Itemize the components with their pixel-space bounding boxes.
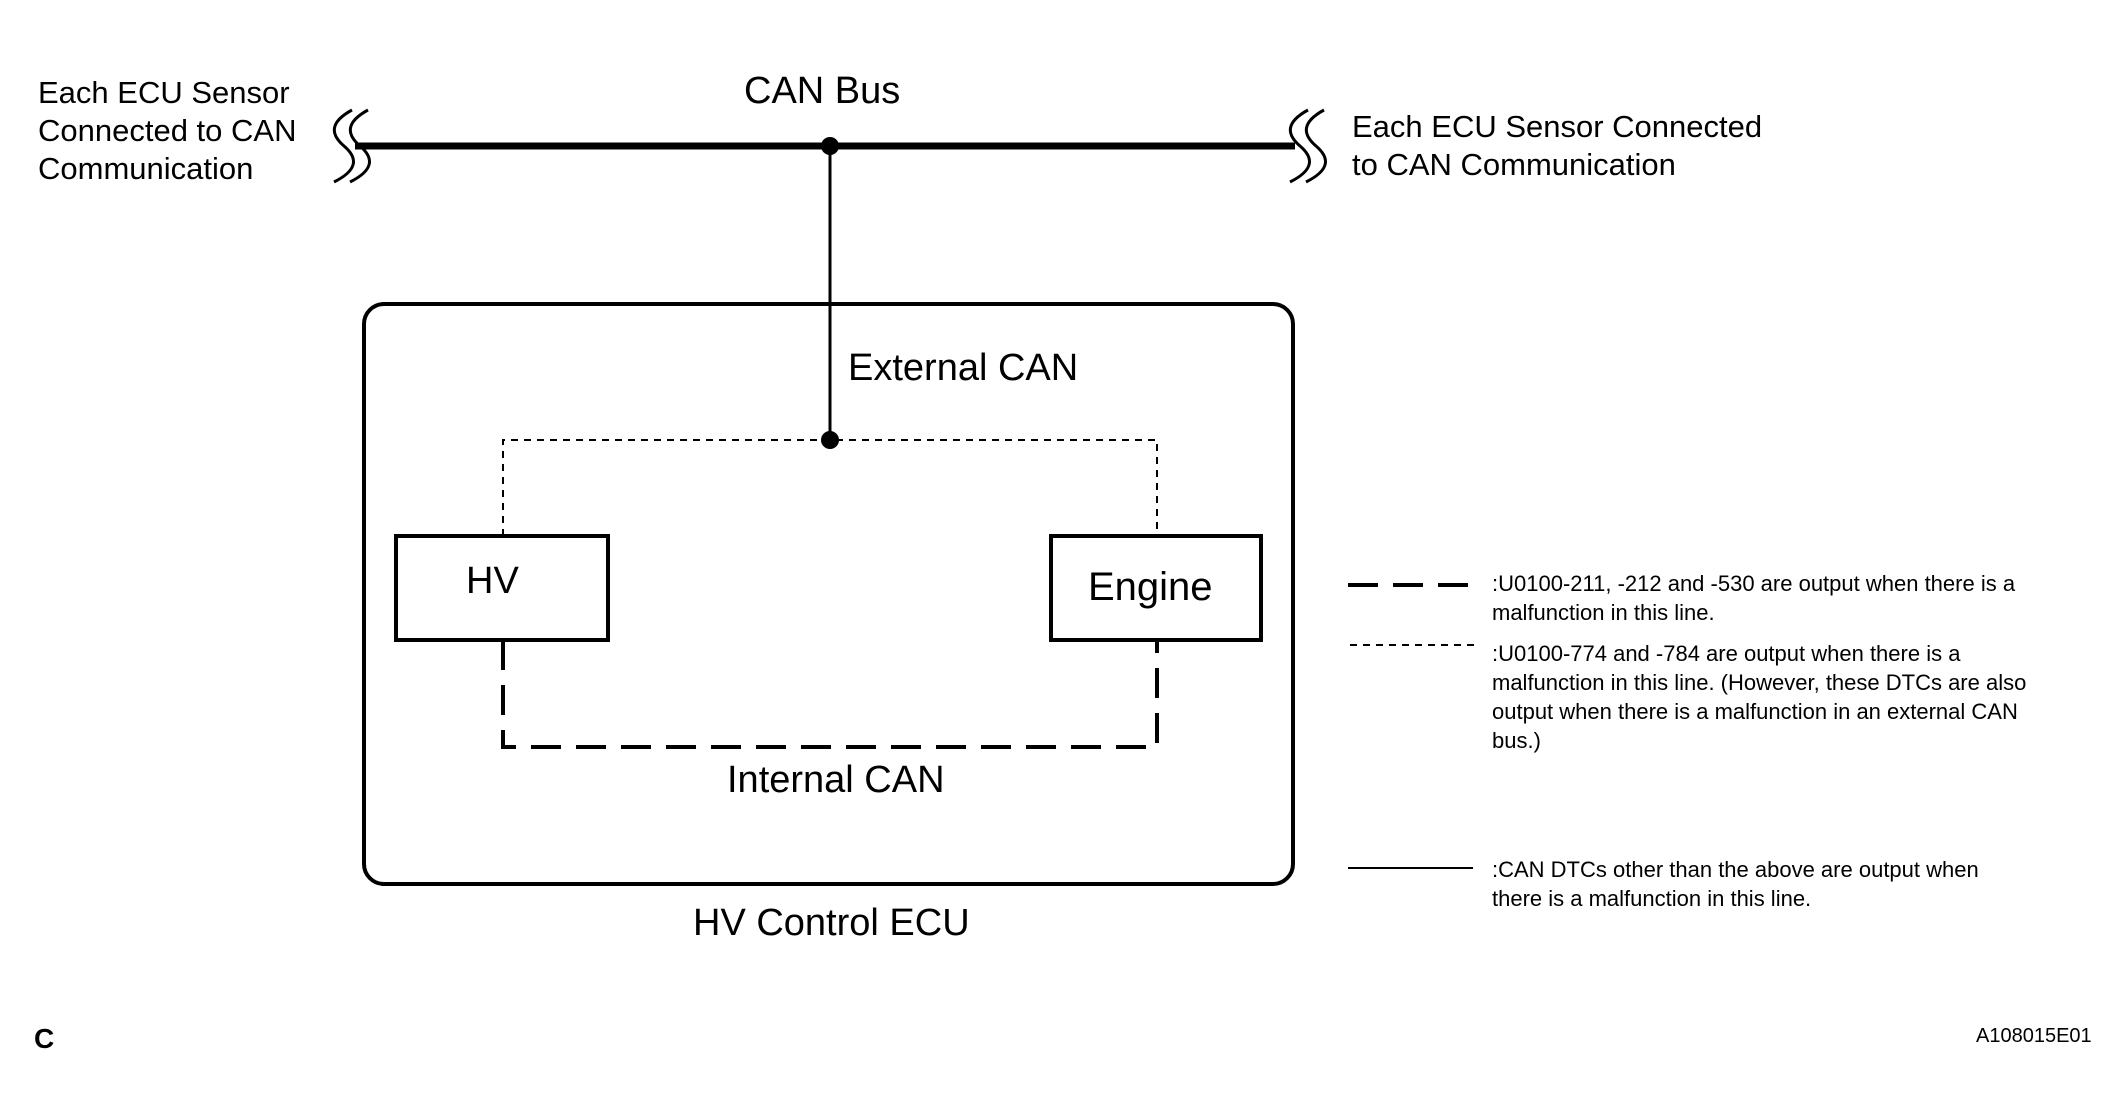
hv-block-label: HV xyxy=(466,560,519,602)
right-endpoint-label: Each ECU Sensor Connected to CAN Communi… xyxy=(1352,108,1762,184)
legend-line: :U0100-211, -212 and -530 are output whe… xyxy=(1492,571,2016,596)
internal-can-line xyxy=(501,640,1159,749)
bus-break-left-icon-2 xyxy=(349,108,371,184)
legend-line: there is a malfunction in this line. xyxy=(1492,886,1812,911)
bus-break-right-icon xyxy=(1289,108,1311,184)
right-endpoint-line-1: Each ECU Sensor Connected xyxy=(1352,109,1763,144)
legend-line: malfunction in this line. (However, thes… xyxy=(1492,670,2027,695)
legend-short-dash-text: :U0100-774 and -784 are output when ther… xyxy=(1492,639,2026,755)
figure-id: A108015E01 xyxy=(1976,1025,2092,1047)
legend-line: bus.) xyxy=(1492,728,1541,753)
hv-block xyxy=(394,534,610,642)
external-can-label: External CAN xyxy=(848,347,1079,389)
legend-line: malfunction in this line. xyxy=(1492,600,1715,625)
internal-can-label: Internal CAN xyxy=(727,759,945,801)
external-can-line xyxy=(502,439,1158,536)
left-endpoint-line-1: Each ECU Sensor xyxy=(38,75,290,110)
legend-line: :CAN DTCs other than the above are outpu… xyxy=(1492,857,1979,882)
hv-control-ecu-box xyxy=(362,302,1295,886)
legend-line: :U0100-774 and -784 are output when ther… xyxy=(1492,641,1961,666)
hv-control-ecu-label: HV Control ECU xyxy=(693,902,970,944)
corner-letter: C xyxy=(34,1023,55,1054)
left-endpoint-line-2: Connected to CAN xyxy=(38,112,297,148)
legend-line: output when there is a malfunction in an… xyxy=(1492,699,2018,724)
right-endpoint-line-2: to CAN Communication xyxy=(1352,146,1676,182)
bus-break-right-icon-2 xyxy=(1305,108,1327,184)
left-endpoint-label: Each ECU Sensor Connected to CAN Communi… xyxy=(38,74,296,187)
can-bus-label: CAN Bus xyxy=(744,70,901,112)
engine-block-label: Engine xyxy=(1088,565,1213,609)
engine-block xyxy=(1049,534,1263,642)
legend-long-dash-text: :U0100-211, -212 and -530 are output whe… xyxy=(1492,569,2015,627)
bus-break-left-icon xyxy=(333,108,355,184)
left-endpoint-line-3: Communication xyxy=(38,150,254,186)
legend-solid-text: :CAN DTCs other than the above are outpu… xyxy=(1492,855,1979,913)
